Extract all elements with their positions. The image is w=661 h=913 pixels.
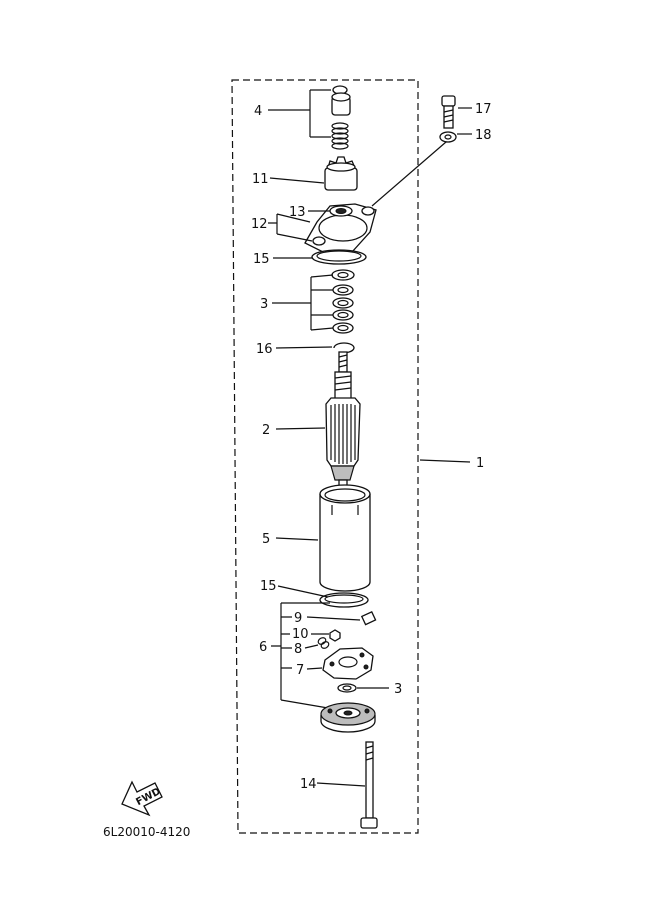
callout-16: 16 xyxy=(256,342,273,357)
part-7-brush-holder xyxy=(322,647,374,680)
part-11-pinion xyxy=(324,156,358,191)
callout-7: 7 xyxy=(296,663,304,678)
callout-4: 4 xyxy=(254,104,262,119)
part-9-brush xyxy=(360,610,377,626)
part-16-snap-ring xyxy=(333,342,355,354)
callout-2: 2 xyxy=(262,423,270,438)
part-18-washer xyxy=(439,131,457,143)
callout-11: 11 xyxy=(252,172,269,187)
part-8-spring xyxy=(317,637,330,649)
callout-3-upper: 3 xyxy=(260,297,268,312)
callout-6: 6 xyxy=(259,640,267,655)
part-3-washers xyxy=(331,269,355,334)
callout-8: 8 xyxy=(294,642,302,657)
part-13-bushing xyxy=(335,208,347,214)
part-5-yoke xyxy=(319,484,371,592)
part-2-armature xyxy=(325,351,361,489)
part-12-bracket xyxy=(304,203,377,254)
part-3-washer-lower xyxy=(337,683,357,693)
part-14-through-bolt xyxy=(360,741,378,829)
callout-9: 9 xyxy=(294,611,302,626)
callout-15-upper: 15 xyxy=(253,252,270,267)
callout-12: 12 xyxy=(251,217,268,232)
part-15-oring-lower xyxy=(319,592,369,608)
callout-17: 17 xyxy=(475,102,492,117)
part-10-nut xyxy=(329,629,341,642)
part-17-bolt xyxy=(441,95,456,129)
fwd-arrow-icon: FWD xyxy=(121,780,163,817)
lower-end-cover xyxy=(320,702,376,733)
callout-line-1 xyxy=(419,459,471,463)
assembly-boundary xyxy=(231,79,419,834)
callout-15-lower: 15 xyxy=(260,579,277,594)
part-4-group xyxy=(268,85,351,150)
callout-3-lower: 3 xyxy=(394,682,402,697)
callout-5: 5 xyxy=(262,532,270,547)
callout-10: 10 xyxy=(292,627,309,642)
callout-13: 13 xyxy=(289,205,306,220)
part-15-oring-upper xyxy=(311,249,367,265)
callout-18: 18 xyxy=(475,128,492,143)
diagram-code: 6L20010-4120 xyxy=(103,825,190,839)
callout-14: 14 xyxy=(300,777,317,792)
callout-1: 1 xyxy=(476,456,484,471)
